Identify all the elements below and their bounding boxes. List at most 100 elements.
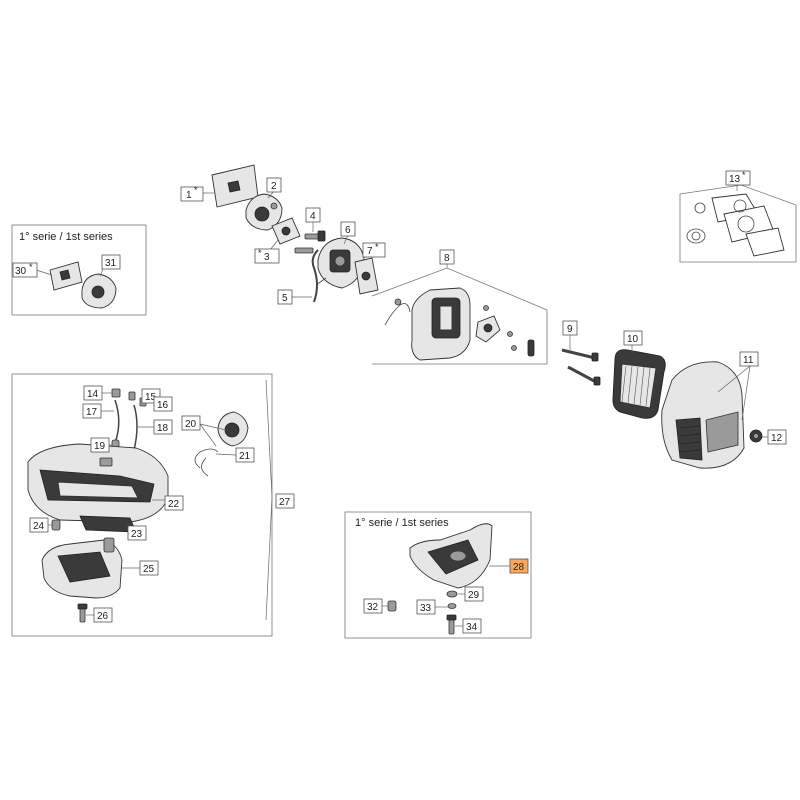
label-10[interactable]: 10 [623, 330, 643, 346]
series-left-frame [11, 224, 147, 316]
part-26-screw [77, 603, 88, 623]
label-21[interactable]: 21 [235, 447, 255, 463]
star-marker: * [375, 242, 379, 252]
svg-text:25: 25 [143, 564, 155, 575]
part-3-gasket [271, 217, 301, 245]
part-7-gasket [354, 257, 379, 295]
label-19[interactable]: 19 [90, 437, 110, 453]
series-bottom-title: 1° serie / 1st series [355, 517, 449, 529]
part-30-gasket [49, 261, 83, 291]
label-18[interactable]: 18 [153, 419, 173, 435]
label-11[interactable]: 11 [739, 351, 759, 367]
label-16[interactable]: 16 [153, 396, 173, 412]
svg-text:17: 17 [86, 407, 98, 418]
part-10-filter-element [612, 349, 666, 419]
svg-text:16: 16 [157, 400, 169, 411]
label-12[interactable]: 12 [767, 429, 787, 445]
svg-text:9: 9 [567, 324, 573, 335]
svg-text:8: 8 [444, 253, 450, 264]
label-3[interactable]: * 3 [254, 248, 280, 264]
svg-text:19: 19 [94, 441, 106, 452]
svg-text:28: 28 [513, 562, 525, 573]
svg-text:7: 7 [367, 246, 373, 257]
part-9-bolts [561, 348, 601, 386]
part-6-carburetor [315, 237, 365, 289]
label-6[interactable]: 6 [340, 221, 356, 237]
svg-text:21: 21 [239, 451, 251, 462]
part-11-filter-cover [661, 361, 745, 469]
svg-text:29: 29 [468, 590, 480, 601]
part-13-gasket-kit [686, 193, 785, 257]
label-24[interactable]: 24 [29, 517, 49, 533]
part-21-cap-strap [194, 448, 219, 477]
part-29-washer [446, 590, 458, 598]
part-15-fitting [128, 391, 136, 401]
label-2[interactable]: 2 [266, 177, 282, 193]
svg-text:11: 11 [743, 355, 754, 366]
series-left-title: 1° serie / 1st series [19, 231, 113, 243]
label-30[interactable]: 30 * [12, 262, 38, 278]
svg-text:22: 22 [168, 499, 180, 510]
label-32[interactable]: 32 [363, 598, 383, 614]
svg-text:24: 24 [33, 521, 45, 532]
svg-text:13: 13 [729, 174, 741, 185]
label-14[interactable]: 14 [83, 385, 103, 401]
part-14-cap-nut [111, 388, 121, 398]
label-22[interactable]: 22 [164, 495, 184, 511]
label-4[interactable]: 4 [305, 207, 321, 223]
label-1[interactable]: 1 * [180, 185, 204, 202]
label-28-highlighted[interactable]: 28 [509, 558, 529, 574]
svg-text:15: 15 [145, 392, 157, 403]
label-23[interactable]: 23 [127, 525, 147, 541]
part-33-washer [447, 603, 457, 609]
svg-text:34: 34 [466, 622, 478, 633]
label-7[interactable]: 7 * [362, 242, 386, 258]
part-2-spacer [245, 193, 283, 231]
part-4-bolt [294, 230, 326, 254]
part-8-filter-housing [384, 287, 535, 361]
svg-text:18: 18 [157, 423, 169, 434]
label-26[interactable]: 26 [93, 607, 113, 623]
label-34[interactable]: 34 [462, 618, 482, 634]
label-13[interactable]: 13 * [725, 170, 751, 186]
label-29[interactable]: 29 [464, 586, 484, 602]
label-27[interactable]: 27 [275, 493, 295, 509]
part-25-mount-bracket [41, 537, 123, 599]
svg-text:32: 32 [367, 602, 379, 613]
svg-text:12: 12 [771, 433, 783, 444]
svg-text:33: 33 [420, 603, 432, 614]
part-31-spacer [81, 273, 117, 309]
star-marker: * [258, 248, 262, 258]
svg-text:30: 30 [15, 266, 27, 277]
label-33[interactable]: 33 [416, 599, 436, 615]
svg-text:3: 3 [264, 252, 270, 263]
svg-text:26: 26 [97, 611, 109, 622]
svg-text:2: 2 [271, 181, 277, 192]
part-22-fuel-tank [27, 443, 169, 523]
svg-text:10: 10 [627, 334, 639, 345]
part-20-tank-cap [217, 411, 249, 447]
star-marker: * [742, 170, 746, 180]
label-25[interactable]: 25 [139, 560, 159, 576]
star-marker: * [29, 262, 33, 272]
label-17[interactable]: 17 [82, 403, 102, 419]
svg-text:6: 6 [345, 225, 351, 236]
svg-text:27: 27 [279, 497, 291, 508]
svg-text:23: 23 [131, 529, 143, 540]
label-8[interactable]: 8 [439, 249, 455, 265]
svg-text:31: 31 [105, 258, 117, 269]
label-20[interactable]: 20 [181, 415, 201, 431]
label-5[interactable]: 5 [277, 289, 293, 305]
label-9[interactable]: 9 [562, 320, 578, 336]
fuel-tank-group-frame [11, 373, 273, 637]
part-23-tank-base [79, 515, 137, 533]
svg-text:5: 5 [282, 293, 288, 304]
svg-text:20: 20 [185, 419, 197, 430]
part-28-support [409, 523, 493, 589]
label-31[interactable]: 31 [101, 254, 121, 270]
part-32-bushing [387, 600, 397, 612]
part-5-hose [311, 249, 319, 303]
part-12-knob [749, 429, 763, 443]
part-24-bushing [51, 519, 61, 531]
